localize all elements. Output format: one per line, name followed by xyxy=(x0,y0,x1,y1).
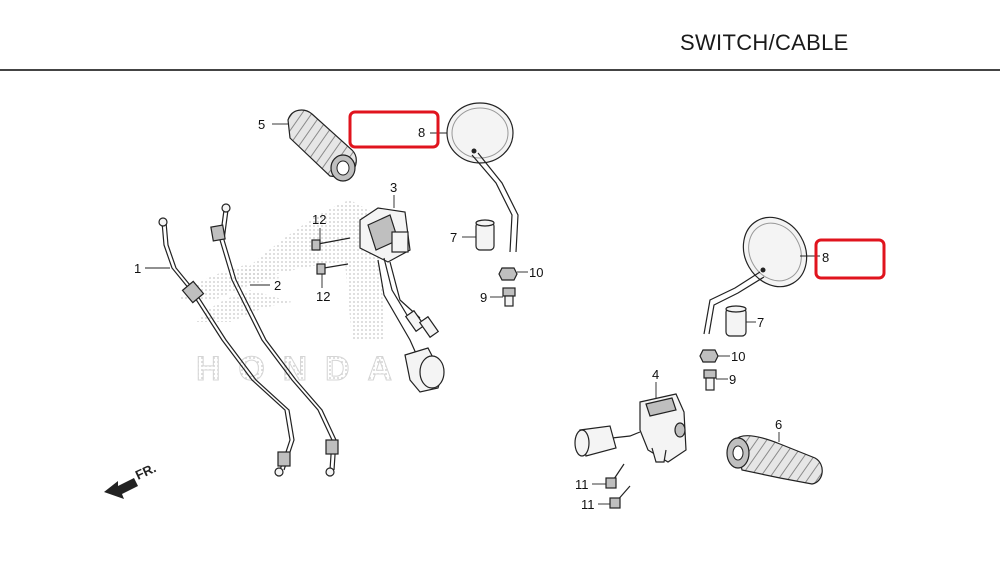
callout-8-left: 8 xyxy=(418,125,425,140)
part-9-left-bolt xyxy=(490,287,516,307)
callout-1: 1 xyxy=(134,261,141,276)
callout-8-right: 8 xyxy=(822,250,829,265)
callout-3: 3 xyxy=(390,180,397,195)
part-8-left-mirror xyxy=(430,102,519,253)
page-title: SWITCH/CABLE xyxy=(680,30,849,55)
callout-10-left: 10 xyxy=(529,265,543,280)
header-divider xyxy=(0,69,1000,71)
part-8-right-mirror xyxy=(703,216,820,335)
highlight-box-left-mirror xyxy=(348,110,440,149)
callout-5: 5 xyxy=(258,117,265,132)
part-12-screws xyxy=(311,228,351,288)
callout-12-bottom: 12 xyxy=(316,289,330,304)
part-1-cable xyxy=(145,217,295,477)
callout-11-top: 11 xyxy=(575,477,589,492)
highlight-box-right-mirror xyxy=(814,238,886,280)
part-7-right-cap xyxy=(725,305,756,337)
part-11-screws xyxy=(592,463,631,509)
part-4-right-switch xyxy=(574,382,687,463)
callout-9-left: 9 xyxy=(480,290,487,305)
part-10-right-nut xyxy=(699,349,730,363)
part-2-cable xyxy=(210,203,339,477)
callout-12-top: 12 xyxy=(312,212,326,227)
callout-7-left: 7 xyxy=(450,230,457,245)
callout-2: 2 xyxy=(274,278,281,293)
forward-direction-arrow: FR. xyxy=(104,460,158,499)
arrow-icon xyxy=(104,478,138,499)
callout-10-right: 10 xyxy=(731,349,745,364)
part-7-left-cap xyxy=(462,219,495,251)
callout-11-bottom: 11 xyxy=(581,497,595,512)
callout-7-right: 7 xyxy=(757,315,764,330)
part-6-right-grip xyxy=(726,432,823,485)
forward-label: FR. xyxy=(133,460,158,482)
part-3-left-switch xyxy=(359,195,445,393)
part-5-left-grip xyxy=(272,109,357,182)
part-9-right-bolt xyxy=(703,369,728,391)
callout-6: 6 xyxy=(775,417,782,432)
honda-watermark-text: HONDA xyxy=(196,350,396,388)
callout-4: 4 xyxy=(652,367,659,382)
part-10-left-nut xyxy=(498,267,528,281)
callout-9-right: 9 xyxy=(729,372,736,387)
